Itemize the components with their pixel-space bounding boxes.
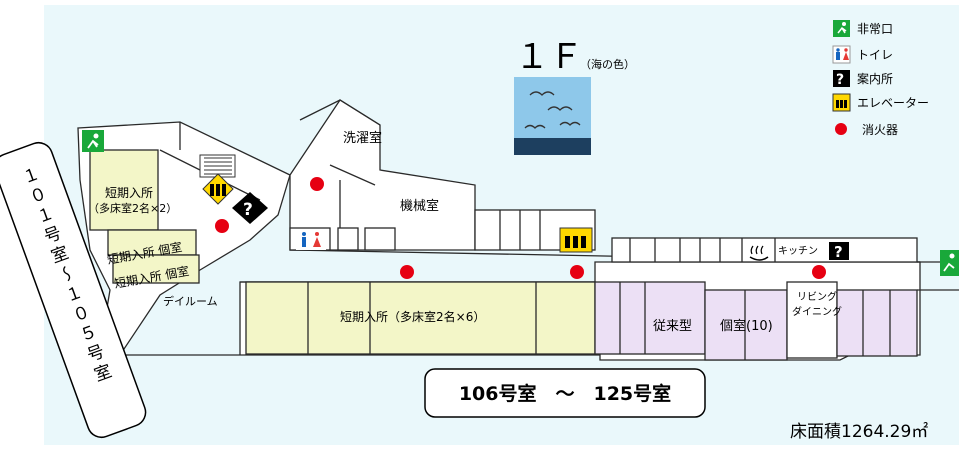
- information-icon: ?: [232, 192, 268, 224]
- legend-information: ? 案内所: [833, 70, 893, 88]
- label-conventional: 従来型: [653, 319, 692, 334]
- stairs: [199, 154, 236, 178]
- floor-area: 床面積1264.29㎡: [790, 422, 928, 442]
- legend-toilet: トイレ: [832, 45, 893, 64]
- legend-toilet-label: トイレ: [857, 48, 893, 62]
- sea-picture: [514, 77, 591, 155]
- label-kitchen: キッチン: [778, 245, 818, 257]
- svg-text:?: ?: [834, 243, 843, 261]
- label-machine-room: 機械室: [400, 198, 439, 214]
- floor-subtitle: （海の色）: [580, 57, 635, 71]
- legend-fire-extinguisher: 消火器: [835, 123, 898, 137]
- svg-text:?: ?: [836, 72, 844, 88]
- legend: 非常口 トイレ ? 案内所 エレベーター 消火器: [832, 20, 929, 137]
- elevator-icon: [202, 173, 234, 205]
- legend-emergency-exit-label: 非常口: [857, 22, 893, 36]
- fire-extinguisher-icon: [400, 265, 414, 279]
- label-day-room: デイルーム: [163, 294, 218, 308]
- floor-number: １Ｆ: [515, 37, 583, 77]
- banner-rooms-106-125-text: 106号室 ～ 125号室: [459, 382, 671, 405]
- banner-rooms-106-125: 106号室 ～ 125号室: [424, 368, 706, 418]
- label-laundry: 洗濯室: [343, 130, 382, 146]
- label-short-stay-multi-left-1: 短期入所: [105, 186, 153, 200]
- emergency-exit-icon: [940, 250, 959, 276]
- room-short-stay-multi-left: [89, 149, 159, 231]
- room-east-units: [836, 289, 918, 357]
- legend-emergency-exit: 非常口: [833, 20, 893, 37]
- emergency-exit-icon: [82, 130, 104, 152]
- legend-fire-extinguisher-label: 消火器: [862, 123, 898, 137]
- bath-icon: [745, 241, 769, 261]
- label-private-rooms: 個室(10): [720, 318, 773, 334]
- label-short-stay-multi-left-2: （多床室2名×2）: [88, 201, 177, 215]
- toilet-icon: [296, 230, 326, 250]
- label-living-dining-1: リビング: [797, 290, 837, 303]
- room-short-stay-private-2: [112, 254, 200, 284]
- label-living-dining-2: ダイニング: [792, 305, 842, 318]
- fire-extinguisher-icon: [215, 219, 229, 233]
- label-short-stay-multi-center: 短期入所（多床室2名×6）: [340, 309, 485, 324]
- information-icon: ?: [829, 242, 849, 261]
- fire-extinguisher-icon: [570, 265, 584, 279]
- elevator-icon: [559, 227, 593, 253]
- room-living-dining: [786, 281, 838, 359]
- svg-text:?: ?: [243, 200, 253, 220]
- room-conventional: [594, 281, 706, 355]
- legend-information-label: 案内所: [857, 71, 893, 86]
- left-wing: [77, 121, 291, 356]
- fire-extinguisher-icon: [310, 177, 324, 191]
- fire-extinguisher-icon: [812, 265, 826, 279]
- room-private-10: [704, 289, 788, 361]
- central-wing: [120, 237, 959, 361]
- legend-elevator: エレベーター: [832, 93, 929, 112]
- legend-elevator-label: エレベーター: [857, 96, 929, 110]
